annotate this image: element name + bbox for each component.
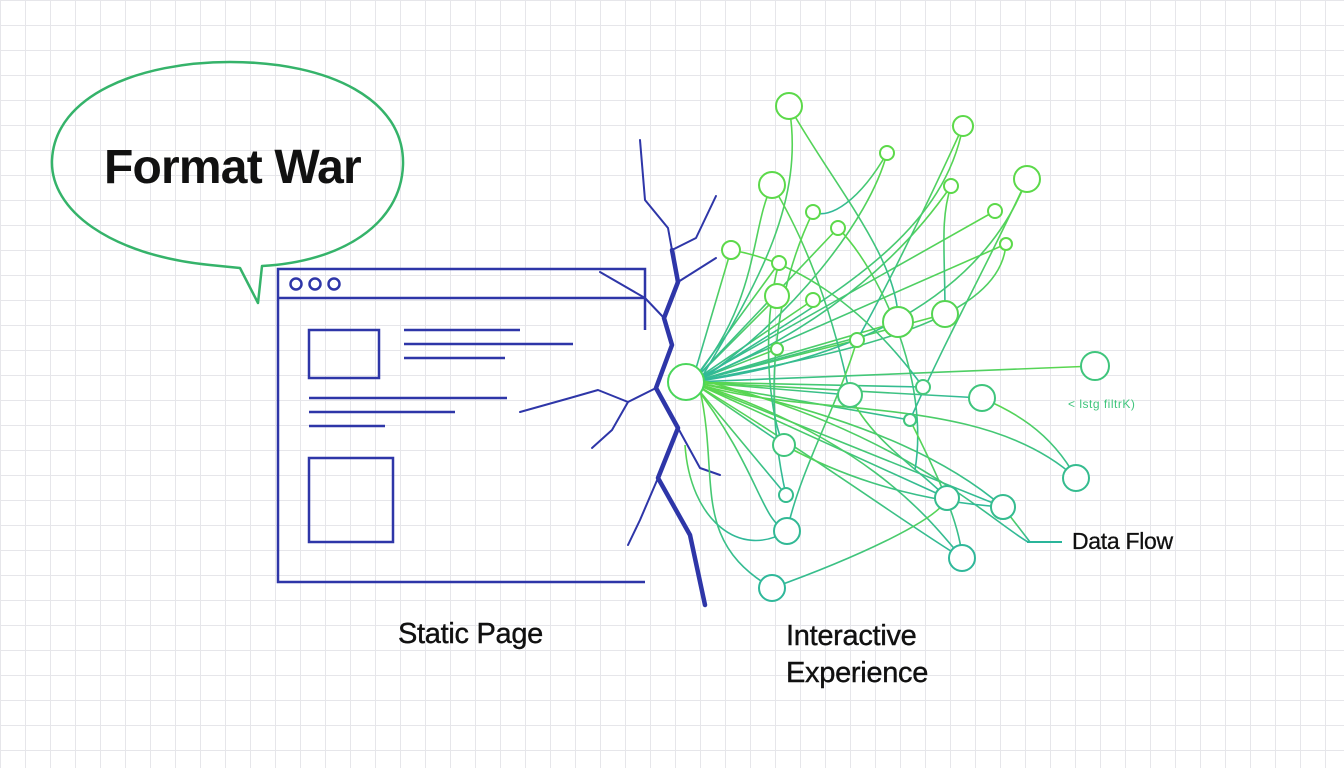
faint-node-label: < lstg filtrK) <box>1068 397 1136 411</box>
network-nodes <box>667 92 1110 602</box>
interactive-label-line2: Experience <box>786 657 929 689</box>
crack <box>519 139 721 608</box>
static-page-label: Static Page <box>398 618 544 650</box>
interactive-experience-label: Interactive Experience <box>786 618 929 692</box>
bubble-title: Format War <box>104 141 362 194</box>
browser-window-icon <box>276 267 647 584</box>
hub-node <box>667 363 705 401</box>
speech-bubble <box>50 60 405 305</box>
data-flow-legend-label: Data Flow <box>1072 528 1173 554</box>
interactive-label-line1: Interactive <box>786 620 917 652</box>
